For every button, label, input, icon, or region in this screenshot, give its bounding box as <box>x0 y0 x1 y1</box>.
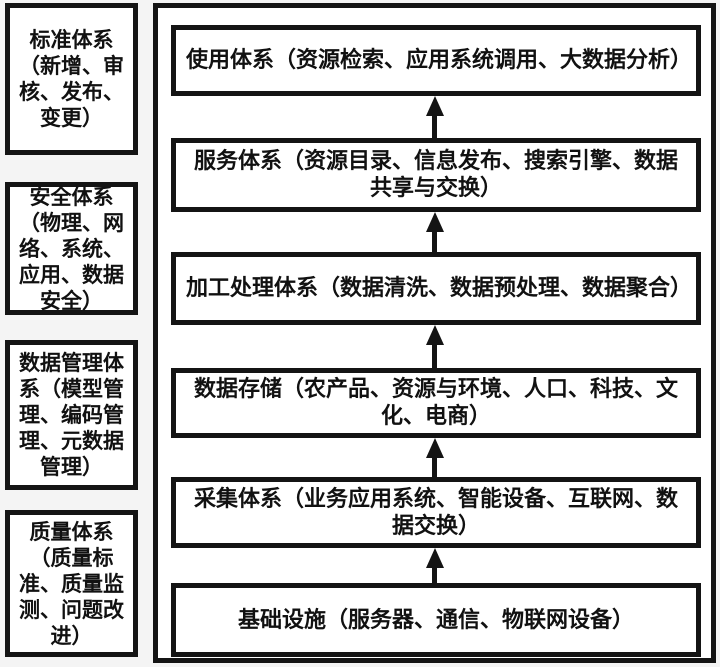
side-system-box-data-management: 数据管理体系（模型管理、编码管理、元数据管理） <box>5 340 138 490</box>
arrow-head <box>425 96 444 116</box>
arrow-shaft <box>432 232 437 252</box>
arrow-shaft <box>432 345 437 368</box>
arrow-shaft <box>432 568 437 583</box>
stack-layer-infrastructure: 基础设施（服务器、通信、物联网设备） <box>171 583 701 657</box>
up-arrow-icon <box>425 212 445 252</box>
stack-layer-processing: 加工处理体系（数据清洗、数据预处理、数据聚合） <box>171 252 701 325</box>
stack-layer-service: 服务体系（资源目录、信息发布、搜索引擎、数据共享与交换） <box>171 138 701 212</box>
up-arrow-icon <box>425 325 445 368</box>
stack-layer-label: 加工处理体系（数据清洗、数据预处理、数据聚合） <box>186 276 693 301</box>
side-system-label: 标准体系（新增、审核、发布、变更） <box>19 28 124 130</box>
stack-layer-label: 服务体系（资源目录、信息发布、搜索引擎、数据共享与交换） <box>193 149 678 201</box>
up-arrow-icon <box>425 548 445 583</box>
side-system-label: 数据管理体系（模型管理、编码管理、元数据管理） <box>19 351 124 479</box>
side-system-box-standards: 标准体系（新增、审核、发布、变更） <box>5 3 138 155</box>
stack-layer-label: 采集体系（业务应用系统、智能设备、互联网、数据交换） <box>193 486 678 539</box>
arrow-head <box>425 438 444 458</box>
stack-layer-collection: 采集体系（业务应用系统、智能设备、互联网、数据交换） <box>171 477 701 548</box>
platform-stack-panel: 使用体系（资源检索、应用系统调用、大数据分析） 服务体系（资源目录、信息发布、搜… <box>153 3 716 663</box>
side-system-label: 质量体系（质量标准、质量监测、问题改进） <box>19 519 124 648</box>
arrow-head <box>425 548 444 568</box>
arrow-head <box>425 325 444 345</box>
side-systems-column: 标准体系（新增、审核、发布、变更） 安全体系（物理、网络、系统、应用、数据安全）… <box>0 0 150 667</box>
stack-layer-storage: 数据存储（农产品、资源与环境、人口、科技、文化、电商） <box>171 368 701 438</box>
up-arrow-icon <box>425 438 445 477</box>
arrow-shaft <box>432 458 437 477</box>
stack-layer-label: 使用体系（资源检索、应用系统调用、大数据分析） <box>186 48 693 73</box>
arrow-shaft <box>432 116 437 138</box>
stack-layer-label: 基础设施（服务器、通信、物联网设备） <box>237 607 634 633</box>
stack-layer-label: 数据存储（农产品、资源与环境、人口、科技、文化、电商） <box>193 377 678 429</box>
side-system-box-quality: 质量体系（质量标准、质量监测、问题改进） <box>5 510 138 657</box>
stack-layer-usage: 使用体系（资源检索、应用系统调用、大数据分析） <box>171 25 701 96</box>
side-system-label: 安全体系（物理、网络、系统、应用、数据安全） <box>19 184 124 313</box>
up-arrow-icon <box>425 96 445 138</box>
side-system-box-security: 安全体系（物理、网络、系统、应用、数据安全） <box>5 182 138 315</box>
arrow-head <box>425 212 444 232</box>
